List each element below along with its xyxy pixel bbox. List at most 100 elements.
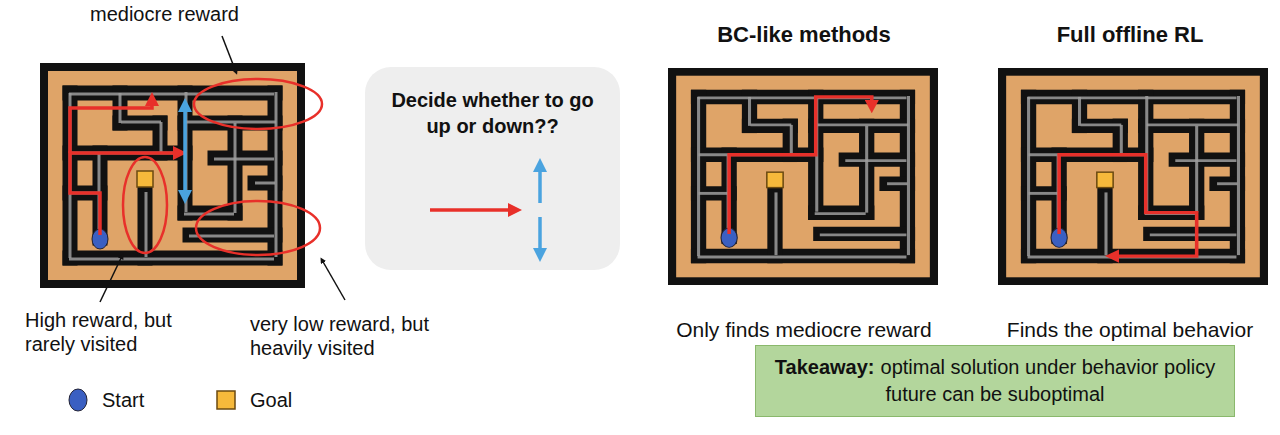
maze-frame [668, 68, 938, 285]
maze-trail [774, 192, 777, 255]
choice-arrow [538, 217, 542, 255]
choice-arrow [183, 105, 187, 197]
rl-maze [998, 68, 1268, 285]
goal-square [767, 172, 783, 187]
maze-trail [186, 121, 276, 124]
takeaway-label: Takeaway: [775, 356, 875, 378]
maze-trail [234, 123, 237, 213]
callout-ellipse [123, 157, 167, 253]
legend-text: Start [102, 389, 144, 412]
trajectory-arrow [430, 208, 515, 212]
maze-corridor [783, 126, 798, 155]
maze-trail [699, 192, 730, 195]
maze-corridor [70, 86, 275, 101]
maze-trail [748, 97, 751, 126]
legend-entry: Goal [214, 387, 292, 413]
maze-trail [887, 182, 907, 185]
legend-swatch [214, 387, 238, 413]
maze-trail [121, 121, 161, 124]
maze-trail [698, 96, 907, 99]
maze-corridor [767, 193, 782, 256]
takeaway-text: Takeaway: optimal solution under behavior… [770, 354, 1220, 408]
maze-trail [1175, 159, 1236, 162]
legend-text: Goal [250, 389, 292, 412]
trajectory-arrow [70, 99, 152, 153]
maze-trail [275, 92, 278, 257]
maze-corridor [255, 176, 275, 191]
callout-ellipse [196, 201, 320, 255]
takeaway-body: optimal solution under behavior policy f… [881, 356, 1216, 405]
maze-trail [907, 96, 910, 255]
maze-corridor [699, 186, 730, 200]
maze-corridor [859, 126, 874, 213]
maze-corridor [215, 151, 275, 166]
maze-corridor [1097, 193, 1112, 256]
decision-box: Decide whether to go up or down?? [365, 67, 620, 270]
maze-trail [1237, 96, 1240, 255]
panel-heading: Full offline RL [985, 22, 1275, 48]
method-panel: BC-like methodsOnly finds mediocre rewar… [655, 22, 953, 342]
maze-floor [48, 71, 297, 280]
callout-ellipse [194, 79, 322, 129]
maze-trail [751, 123, 792, 126]
maze-corridor [1217, 177, 1237, 191]
maze-trail [189, 235, 274, 238]
legend-entry: Start [66, 387, 144, 413]
maze-trail [214, 158, 274, 161]
maze-trail [160, 122, 163, 152]
maze-trail [255, 182, 275, 185]
callout-label: mediocre reward [90, 2, 280, 26]
bc-maze [668, 68, 938, 285]
goal-square [1097, 172, 1113, 187]
maze-trail [1217, 182, 1237, 185]
maze-corridor [138, 193, 153, 258]
maze-floor [676, 76, 930, 278]
goal-symbol [217, 391, 235, 409]
maze-trail [845, 159, 906, 162]
takeaway-box: Takeaway: optimal solution under behavior… [755, 345, 1235, 417]
leader-arrow [222, 36, 236, 72]
maze-trail [698, 256, 907, 259]
maze-trail [697, 97, 700, 256]
maze-trail [69, 93, 274, 96]
maze-corridor [691, 97, 706, 256]
maze-trail [1104, 192, 1107, 255]
maze-frame [998, 68, 1268, 285]
maze-trail [865, 126, 868, 213]
start-symbol [69, 389, 87, 411]
choice-arrow [538, 165, 542, 203]
trajectory-arrow [1059, 155, 1197, 256]
maze-floor [1006, 76, 1260, 278]
maze-trail [1029, 192, 1060, 195]
method-panel: Full offline RL Finds the optimal behavio… [985, 22, 1275, 342]
maze-corridor [153, 123, 168, 153]
maze-corridor [1021, 97, 1036, 256]
maze-trail [1028, 96, 1237, 99]
maze-corridor [70, 251, 275, 266]
maze-trail [1147, 123, 1239, 126]
decision-question: Decide whether to go up or down?? [377, 87, 608, 139]
maze-corridor [887, 177, 907, 191]
panel-caption: Finds the optimal behavior [985, 318, 1275, 342]
maze-corridor [1189, 126, 1204, 213]
maze-trail [817, 123, 909, 126]
goal-square [137, 171, 153, 187]
legend-swatch [66, 387, 90, 413]
maze-corridor [228, 123, 243, 213]
leader-arrow [100, 256, 122, 302]
maze-trail [1027, 97, 1030, 256]
maze-corridor [1113, 126, 1128, 155]
maze-trail [1120, 125, 1123, 154]
panel-caption: Only finds mediocre reward [655, 318, 953, 342]
maze-trail [185, 92, 188, 212]
trajectory-arrow [729, 97, 872, 234]
maze-trail [69, 258, 274, 261]
leader-arrow [322, 260, 345, 300]
maze-trail [1150, 233, 1237, 236]
maze-trail [790, 125, 793, 154]
maze-trail [145, 192, 148, 257]
panel-heading: BC-like methods [655, 22, 953, 48]
maze-trail [1081, 123, 1122, 126]
maze-trail [1195, 126, 1198, 213]
